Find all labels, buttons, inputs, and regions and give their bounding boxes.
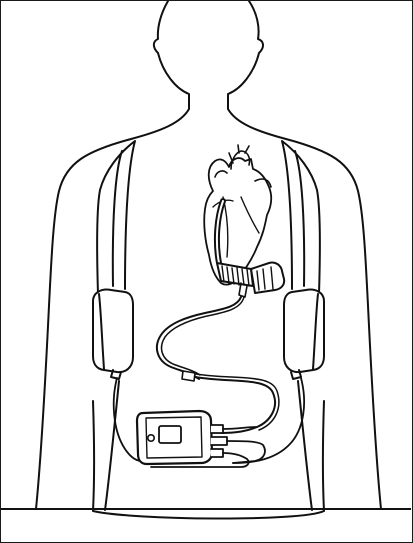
controller-cable bbox=[227, 441, 265, 463]
heart-pump-housing bbox=[251, 262, 284, 293]
driveline-connector bbox=[182, 371, 195, 381]
torso-inner-line-left bbox=[105, 381, 119, 510]
shoulder-strap-icon bbox=[282, 141, 320, 294]
driveline-cable-icon bbox=[157, 297, 241, 379]
controller-port bbox=[211, 437, 227, 445]
controller-port bbox=[211, 425, 223, 433]
controller-port bbox=[211, 449, 223, 457]
controller-display bbox=[159, 426, 181, 443]
shoulder-strap-icon bbox=[97, 141, 135, 294]
belt-cable-right bbox=[233, 378, 304, 463]
driveline-cable-icon bbox=[162, 297, 244, 375]
